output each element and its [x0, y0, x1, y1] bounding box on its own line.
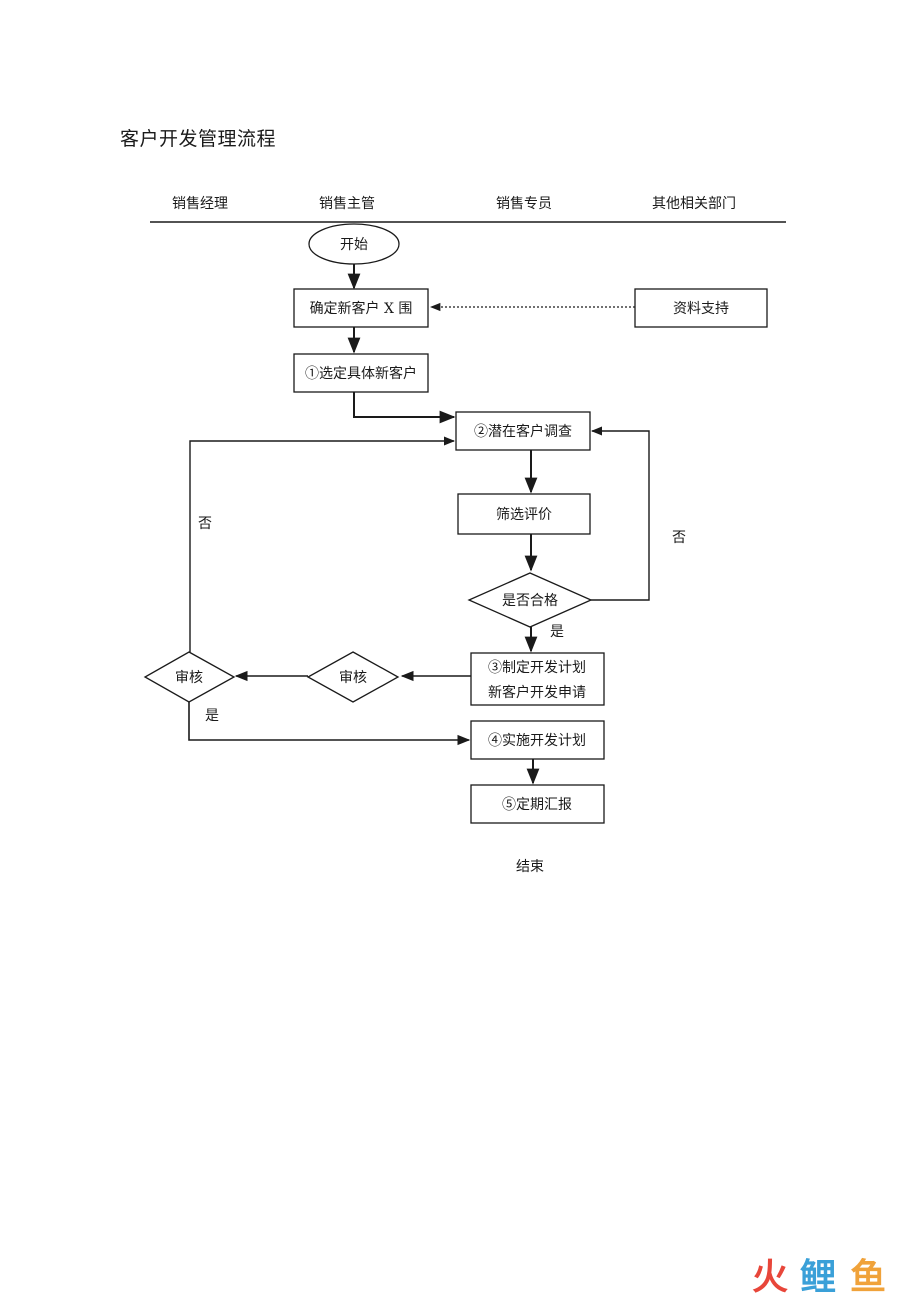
development-plan-node: ③制定开发计划 新客户开发申请: [470, 652, 605, 706]
screen-evaluate-node: 筛选评价: [457, 493, 591, 535]
review-no-label: 否: [198, 516, 212, 532]
watermark-char-1: 火: [752, 1257, 788, 1296]
data-support-label: 资料支持: [673, 301, 729, 317]
define-scope-node: 确定新客户 X 围: [293, 288, 429, 328]
lane-header-other-departments: 其他相关部门: [652, 196, 736, 212]
potential-survey-node: ②潜在客户调查: [455, 411, 591, 451]
end-node-label: 结束: [516, 859, 544, 875]
watermark-char-3: 鱼: [850, 1257, 886, 1296]
qualified-decision-label: 是否合格: [502, 593, 558, 609]
screen-evaluate-label: 筛选评价: [496, 507, 552, 523]
watermark-logo: 火 鲤 鱼: [752, 1257, 886, 1296]
manager-review-node: 审核: [143, 651, 236, 703]
review-yes-label: 是: [205, 708, 219, 724]
data-support-node: 资料支持: [634, 288, 768, 328]
implement-plan-label: ④实施开发计划: [488, 733, 586, 749]
select-customers-node: ①选定具体新客户: [293, 353, 429, 393]
qualified-yes-label: 是: [550, 624, 564, 640]
lane-header-sales-manager: 销售经理: [172, 196, 228, 212]
select-customers-label: ①选定具体新客户: [305, 365, 417, 382]
development-plan-label-line1: ③制定开发计划: [488, 660, 586, 676]
qualified-no-label: 否: [672, 530, 686, 546]
supervisor-review-label: 审核: [339, 670, 367, 686]
page-title: 客户开发管理流程: [120, 128, 277, 150]
edge-review-no-to-survey: [189, 436, 456, 652]
start-node: 开始: [308, 223, 400, 265]
edge-qualified-no-to-survey: [590, 426, 650, 601]
define-scope-label: 确定新客户 X 围: [310, 300, 413, 317]
periodic-report-node: ⑤定期汇报: [470, 784, 605, 824]
qualified-decision-node: 是否合格: [467, 572, 593, 628]
implement-plan-node: ④实施开发计划: [470, 720, 605, 760]
edge-review-yes-to-implement: [188, 702, 471, 746]
manager-review-label: 审核: [175, 670, 203, 686]
periodic-report-label: ⑤定期汇报: [502, 797, 572, 813]
start-node-label: 开始: [340, 237, 368, 253]
potential-survey-label: ②潜在客户调查: [474, 423, 572, 440]
lane-header-sales-supervisor: 销售主管: [319, 196, 375, 212]
edge-select-to-survey: [353, 392, 456, 424]
lane-header-sales-specialist: 销售专员: [496, 196, 552, 212]
supervisor-review-node: 审核: [306, 651, 400, 703]
watermark-char-2: 鲤: [800, 1257, 836, 1296]
development-plan-label-line2: 新客户开发申请: [488, 684, 586, 701]
